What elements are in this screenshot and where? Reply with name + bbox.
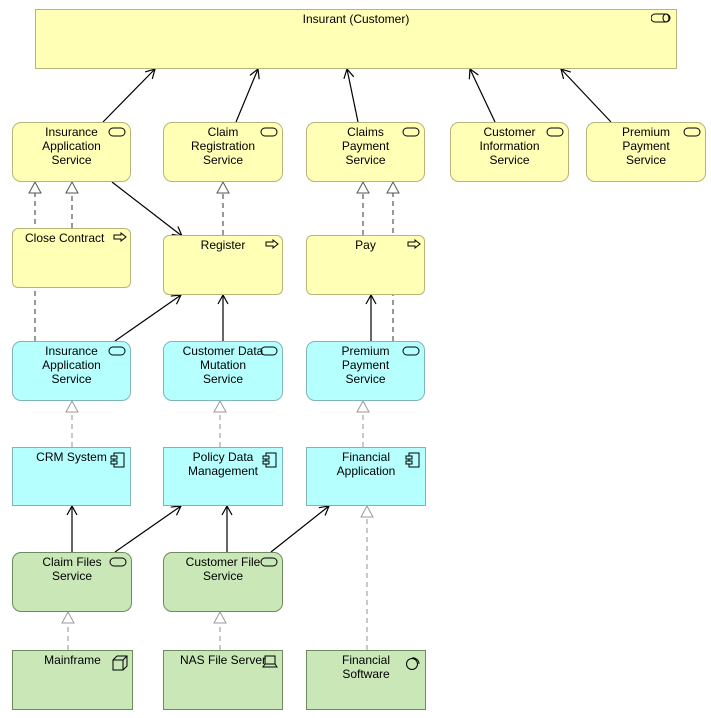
premium-payment-service-business[interactable]: Premium Payment Service <box>586 122 706 182</box>
process-arrow-icon <box>407 239 421 249</box>
claim-registration-service-label: Claim Registration Service <box>190 125 256 167</box>
node-cube-icon <box>112 655 128 671</box>
claim-files-service[interactable]: Claim Files Service <box>12 552 132 612</box>
register-process[interactable]: Register <box>163 235 283 295</box>
service-icon <box>260 127 278 137</box>
edge-claim-registration-to-insurant <box>235 67 260 123</box>
edge-customer-info-to-insurant <box>468 67 496 123</box>
insurance-application-service-business[interactable]: Insurance Application Service <box>12 122 131 182</box>
component-icon <box>110 452 125 468</box>
process-arrow-icon <box>265 239 279 249</box>
connections-realization <box>28 180 400 341</box>
device-icon <box>262 655 278 668</box>
service-icon <box>402 346 420 356</box>
edge-claims-payment-to-insurant <box>343 67 359 123</box>
connections-realization-light <box>61 399 374 650</box>
close-contract-process[interactable]: Close Contract <box>12 228 131 288</box>
mainframe-label: Mainframe <box>44 653 101 667</box>
customer-file-service-label: Customer File Service <box>185 555 261 583</box>
financial-application-component[interactable]: Financial Application <box>306 447 426 506</box>
edge-insurance-app-to-register <box>111 181 183 237</box>
component-icon <box>262 452 277 468</box>
customer-data-mutation-service-label: Customer Data Mutation Service <box>182 344 264 386</box>
process-arrow-icon <box>113 232 127 242</box>
edge-premium-payment-to-insurant <box>560 68 612 123</box>
service-icon <box>260 346 278 356</box>
customer-data-mutation-service[interactable]: Customer Data Mutation Service <box>163 341 283 401</box>
customer-file-service[interactable]: Customer File Service <box>163 552 283 612</box>
insurance-application-service-application[interactable]: Insurance Application Service <box>12 341 131 401</box>
policy-data-management-label: Policy Data Management <box>187 450 259 478</box>
crm-system-label: CRM System <box>36 450 107 464</box>
claim-files-service-label: Claim Files Service <box>42 555 102 583</box>
premium-payment-service-application-label: Premium Payment Service <box>341 344 390 386</box>
claims-payment-service-label: Claims Payment Service <box>341 125 390 167</box>
insurant-role[interactable]: Insurant (Customer) <box>35 9 677 69</box>
financial-application-label: Financial Application <box>336 450 396 478</box>
premium-payment-service-application[interactable]: Premium Payment Service <box>306 341 425 401</box>
pay-label: Pay <box>355 238 376 252</box>
insurance-application-service-application-label: Insurance Application Service <box>42 344 101 386</box>
claim-registration-service[interactable]: Claim Registration Service <box>163 122 283 182</box>
register-label: Register <box>200 238 246 252</box>
edge-insurance-app-to-insurant <box>102 68 156 123</box>
customer-information-service[interactable]: Customer Information Service <box>450 122 569 182</box>
crm-system-component[interactable]: CRM System <box>12 447 131 506</box>
service-icon <box>109 557 127 567</box>
service-icon <box>260 557 278 567</box>
insurance-application-service-business-label: Insurance Application Service <box>42 125 101 167</box>
pay-process[interactable]: Pay <box>306 235 425 295</box>
insurant-label: Insurant (Customer) <box>302 12 410 26</box>
edge-claim-files-to-policy <box>114 505 183 553</box>
service-icon <box>108 127 126 137</box>
close-contract-label: Close Contract <box>25 231 105 245</box>
nas-file-server-device[interactable]: NAS File Server <box>163 650 283 710</box>
policy-data-management-component[interactable]: Policy Data Management <box>163 447 283 506</box>
system-software-icon <box>406 657 420 670</box>
service-icon <box>546 127 564 137</box>
component-icon <box>405 452 420 468</box>
service-icon <box>108 346 126 356</box>
mainframe-node[interactable]: Mainframe <box>12 650 133 710</box>
edge-customer-file-to-financial <box>270 505 330 553</box>
customer-information-service-label: Customer Information Service <box>479 125 540 167</box>
nas-file-server-label: NAS File Server <box>179 653 267 667</box>
financial-software-label: Financial Software <box>341 653 391 681</box>
financial-software-system[interactable]: Financial Software <box>306 650 426 710</box>
role-icon <box>651 13 671 23</box>
edge-app-insurance-to-register <box>114 294 183 342</box>
connections-used-by <box>66 67 612 553</box>
service-icon <box>683 127 701 137</box>
service-icon <box>402 127 420 137</box>
claims-payment-service[interactable]: Claims Payment Service <box>306 122 425 182</box>
premium-payment-service-business-label: Premium Payment Service <box>621 125 670 167</box>
